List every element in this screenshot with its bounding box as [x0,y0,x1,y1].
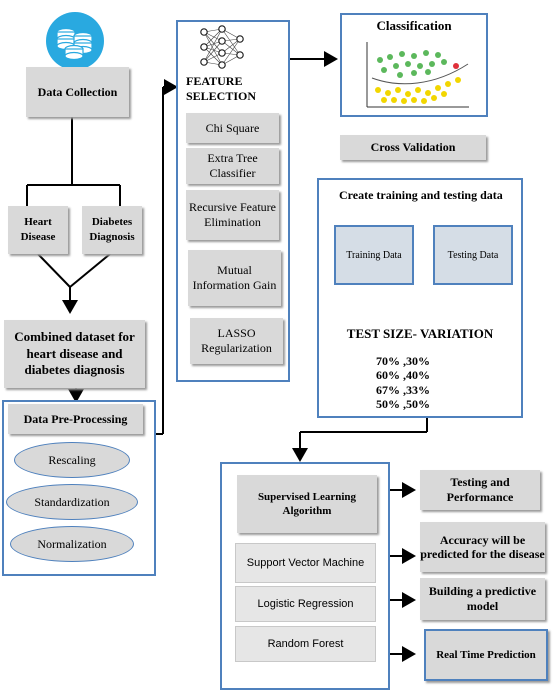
diabetes-diagnosis-box: Diabetes Diagnosis [82,206,142,254]
cross-validation-box: Cross Validation [340,135,486,160]
output-accuracy: Accuracy will be predicted for the disea… [420,522,545,572]
split-item: 70% ,30% [376,354,430,368]
fs-method-label: Recursive Feature Elimination [189,200,276,229]
scatter-classification-icon [364,40,472,110]
preprocessing-title: Data Pre-Processing [23,411,128,426]
output-real-time-prediction: Real Time Prediction [424,629,548,681]
heart-disease-box: Heart Disease [8,206,68,254]
diabetes-diagnosis-label: Diabetes Diagnosis [89,216,135,243]
supervised-learning-label: Supervised Learning Algorithm [257,490,357,517]
output-label: Building a predictive model [428,584,537,613]
split-item: 50% ,50% [376,397,430,412]
fs-method-lasso: LASSO Regularization [190,318,283,364]
split-list: 70% ,30% 60% ,40% 67% ,33% 50% ,50% [376,354,476,412]
fs-method-label: Extra Tree Classifier [207,151,258,180]
combined-dataset-label: Combined dataset for heart disease and d… [14,328,135,378]
classification-title: Classification [376,18,452,33]
training-data-box: Training Data [334,225,414,285]
output-testing-performance: Testing and Performance [420,470,540,510]
split-item: 67% ,33% [376,382,430,397]
neural-network-icon [198,24,246,70]
algorithm-label: Random Forest [267,638,344,650]
feature-selection-title: FEATURE SELECTION [186,74,257,103]
supervised-learning-box: Supervised Learning Algorithm [237,475,377,533]
fs-method-label: Mutual Information Gain [192,263,277,292]
normalization-label: Normalization [37,536,107,551]
training-data-label: Training Data [346,249,402,261]
standardization-step: Standardization [6,484,138,520]
algorithm-label: Support Vector Machine [246,557,365,569]
data-collection-label: Data Collection [37,84,118,99]
testing-data-label: Testing Data [447,249,499,261]
output-label: Real Time Prediction [436,648,536,661]
fs-method-chi-square: Chi Square [186,113,279,143]
fs-method-label: Chi Square [205,120,260,135]
data-collection-box: Data Collection [26,67,129,117]
normalization-step: Normalization [10,526,134,562]
database-icon [46,12,104,70]
output-predictive-model: Building a predictive model [420,578,545,620]
fs-method-extra-tree: Extra Tree Classifier [186,148,279,184]
output-label: Accuracy will be predicted for the disea… [420,532,545,561]
algorithm-svm: Support Vector Machine [235,543,376,583]
rescaling-label: Rescaling [48,452,96,467]
cross-validation-label: Cross Validation [370,140,456,154]
test-size-title: TEST SIZE- VARIATION [346,326,494,341]
fs-method-label: LASSO Regularization [201,326,272,355]
rescaling-step: Rescaling [14,442,130,478]
train-test-title: Create training and testing data [339,188,503,202]
train-test-frame [317,178,523,418]
fs-method-rfe: Recursive Feature Elimination [186,190,279,240]
algorithm-random-forest: Random Forest [235,626,376,662]
algorithm-label: Logistic Regression [257,598,354,610]
algorithm-logistic-regression: Logistic Regression [235,586,376,622]
output-label: Testing and Performance [446,475,514,504]
heart-disease-label: Heart Disease [20,216,56,243]
standardization-label: Standardization [34,494,110,509]
preprocessing-title-box: Data Pre-Processing [8,404,143,434]
split-item: 60% ,40% [376,368,430,383]
fs-method-mutual-info: Mutual Information Gain [188,250,281,306]
combined-dataset-box: Combined dataset for heart disease and d… [4,320,145,388]
testing-data-box: Testing Data [433,225,513,285]
